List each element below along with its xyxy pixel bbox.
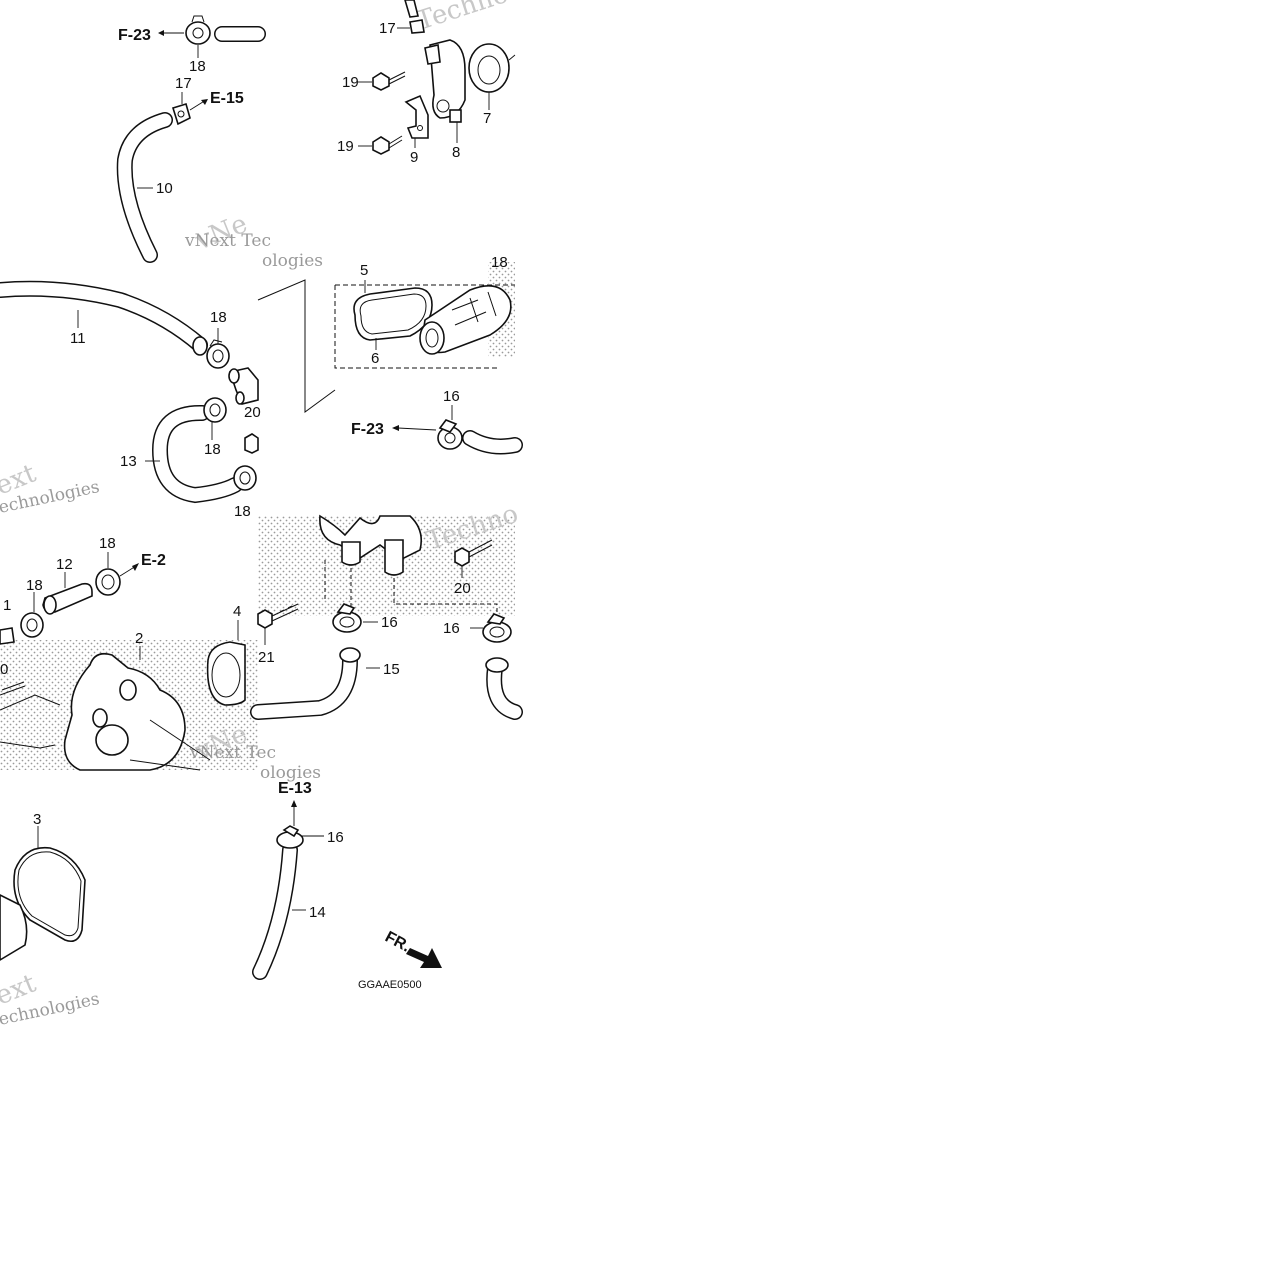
sensor-assembly-8	[424, 39, 466, 123]
o-ring-3	[0, 846, 86, 961]
hose-12	[42, 582, 93, 615]
engine-block-fittings	[319, 514, 423, 576]
bolt-19-lower	[372, 135, 403, 155]
clamp-18-d	[20, 612, 44, 638]
ref-f23-top: F-23	[118, 27, 151, 44]
callout-19-b: 19	[337, 138, 354, 155]
clamp-18-e	[95, 568, 121, 596]
callout-10: 10	[156, 180, 173, 197]
callout-4: 4	[233, 603, 241, 620]
clamp-17-right	[404, 0, 425, 34]
callout-8: 8	[452, 144, 460, 161]
seal-4	[206, 641, 246, 706]
fitting-1	[0, 627, 15, 645]
clamp-18-top	[185, 15, 211, 45]
reference-labels: F-23 E-15 F-23 E-2 E-13	[118, 27, 384, 797]
hose-right-16	[462, 430, 523, 455]
callout-16-b: 16	[381, 614, 398, 631]
clamp-16-a	[332, 603, 362, 633]
callout-21: 21	[258, 649, 275, 666]
bolt-19-upper	[372, 71, 406, 91]
svg-text:vNext Tec: vNext Tec	[189, 743, 276, 763]
clamp-16-b	[482, 613, 512, 643]
hose-11	[0, 280, 208, 356]
callout-18-f: 18	[491, 254, 508, 271]
clamp-16-bottom	[276, 825, 304, 849]
clamp-18-c	[233, 465, 257, 491]
direction-arrow-icon	[406, 948, 442, 968]
callout-3: 3	[33, 811, 41, 828]
clamp-18-b	[203, 397, 227, 423]
callout-19-a: 19	[342, 74, 359, 91]
callout-18-e: 18	[26, 577, 43, 594]
diagram-code: GGAAE0500	[358, 979, 422, 991]
bracket-9	[404, 94, 429, 139]
callout-labels: 1 2 3 4 5 6 7 8 9 10 11 12 13 14 15 16 1…	[0, 20, 508, 921]
svg-text:Techno: Techno	[413, 0, 512, 37]
callout-17-b: 17	[379, 20, 396, 37]
hose-14	[252, 842, 298, 980]
water-pump-2	[0, 652, 211, 771]
callout-18-b: 18	[210, 309, 227, 326]
svg-text:ologies: ologies	[260, 763, 321, 783]
ref-e15: E-15	[210, 90, 244, 107]
clamp-17-left	[171, 102, 191, 126]
callout-9: 9	[410, 149, 418, 166]
svg-text:ologies: ologies	[262, 251, 323, 271]
clamp-18-a	[206, 339, 230, 369]
hose-15	[250, 647, 361, 720]
callout-14: 14	[309, 904, 326, 921]
seal-7	[468, 43, 516, 93]
callout-17-a: 17	[175, 75, 192, 92]
gasket-5	[353, 287, 433, 341]
callout-12: 12	[56, 556, 73, 573]
hose-13	[151, 405, 243, 504]
callout-16-a: 16	[443, 388, 460, 405]
thermostat-6	[419, 284, 512, 355]
callout-18-g: 18	[234, 503, 251, 520]
ref-e2: E-2	[141, 552, 166, 569]
joint-fitting	[228, 367, 259, 405]
hose-right-lower	[485, 657, 523, 720]
hose-10	[116, 112, 173, 263]
callout-6: 6	[371, 350, 379, 367]
callout-16-c: 16	[443, 620, 460, 637]
callout-5: 5	[360, 262, 368, 279]
callout-7: 7	[483, 110, 491, 127]
bolt-20-lower	[454, 539, 493, 567]
svg-text:vNext Tec: vNext Tec	[184, 231, 271, 251]
callout-15: 15	[383, 661, 400, 678]
callout-20-b: 20	[454, 580, 471, 597]
callout-11: 11	[70, 330, 86, 347]
callout-18-d: 18	[99, 535, 116, 552]
ref-f23-mid: F-23	[351, 421, 384, 438]
callout-20-a: 20	[244, 404, 261, 421]
callout-2: 2	[135, 630, 143, 647]
callout-box-frame	[257, 279, 515, 413]
callout-18-a: 18	[189, 58, 206, 75]
bolt-21	[257, 603, 299, 629]
ref-e13: E-13	[278, 780, 312, 797]
callout-20-c: 0	[0, 661, 8, 678]
callout-16-d: 16	[327, 829, 344, 846]
callout-18-c: 18	[204, 441, 221, 458]
clamp-16-mid	[437, 419, 463, 450]
callout-13: 13	[120, 453, 137, 470]
callout-1: 1	[3, 597, 11, 614]
bolt-20-mid	[244, 433, 259, 454]
